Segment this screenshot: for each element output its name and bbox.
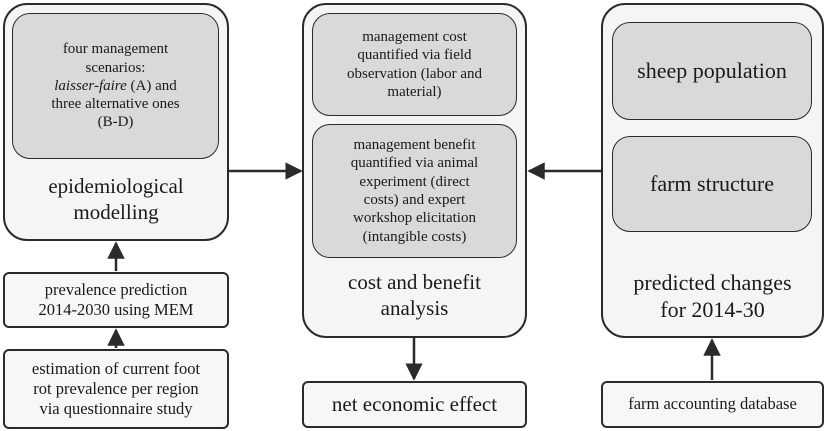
label-line: analysis — [380, 295, 449, 320]
scenarios-line: four management — [62, 41, 169, 58]
label-line: rot prevalence per region — [33, 378, 199, 398]
predicted-changes-label: predicted changes for 2014-30 — [601, 270, 824, 324]
laisser-faire-term: laisser-faire — [54, 77, 127, 94]
label-line: prevalence prediction — [44, 279, 188, 299]
label-line: 2014-2030 using MEM — [38, 300, 194, 319]
label-line: (intangible costs) — [362, 228, 467, 245]
farm-accounting-database-label: farm accounting database — [628, 394, 797, 414]
prevalence-prediction-text: prevalence prediction 2014-2030 using ME… — [39, 280, 194, 320]
label-line: cost and benefit — [348, 270, 481, 294]
management-scenarios-box: four management scenarios: laisser-faire… — [12, 13, 219, 159]
prevalence-estimation-text: estimation of current foot rot prevalenc… — [32, 359, 200, 419]
label-line: experiment (direct — [359, 173, 470, 190]
label-line: via questionnaire study — [39, 399, 193, 419]
label-line: observation (labor and — [347, 65, 482, 82]
prevalence-prediction-box: prevalence prediction 2014-2030 using ME… — [3, 272, 229, 328]
management-scenarios-text: four management scenarios: laisser-faire… — [51, 40, 179, 131]
label-line: costs) and expert — [363, 192, 466, 208]
label-line: workshop elicitation — [353, 210, 476, 227]
management-benefit-box: management benefit quantified via animal… — [312, 124, 517, 258]
management-cost-text: management cost quantified via field obs… — [347, 28, 482, 101]
net-economic-effect-label: net economic effect — [331, 391, 498, 416]
label-line: estimation of current foot — [31, 358, 201, 378]
scenarios-line: scenarios: — [85, 59, 146, 76]
epidemiological-modelling-label: epidemiological modelling — [3, 174, 229, 225]
label-line: management cost — [362, 28, 467, 45]
scenarios-line: (B-D) — [97, 114, 134, 131]
scenarios-line: (A) and — [126, 77, 177, 94]
farm-structure-box: farm structure — [612, 136, 812, 232]
sheep-population-box: sheep population — [612, 22, 812, 120]
label-line: quantified via field — [357, 47, 472, 64]
sheep-population-label: sheep population — [637, 57, 787, 83]
prevalence-estimation-box: estimation of current foot rot prevalenc… — [3, 349, 229, 429]
label-line: for 2014-30 — [660, 296, 765, 322]
label-line: management benefit — [353, 137, 476, 154]
net-economic-effect-box: net economic effect — [302, 381, 527, 428]
management-benefit-text: management benefit quantified via animal… — [351, 136, 478, 246]
label-line: material) — [387, 83, 442, 100]
cost-benefit-analysis-label: cost and benefit analysis — [302, 270, 527, 321]
label-line: quantified via animal — [350, 155, 479, 172]
farm-accounting-database-box: farm accounting database — [601, 381, 824, 428]
label-line: epidemiological — [48, 174, 184, 198]
management-cost-box: management cost quantified via field obs… — [312, 13, 517, 116]
scenarios-line: three alternative ones — [51, 96, 180, 113]
farm-structure-label: farm structure — [650, 170, 774, 196]
label-line: modelling — [73, 199, 159, 224]
label-line: predicted changes — [633, 270, 792, 295]
